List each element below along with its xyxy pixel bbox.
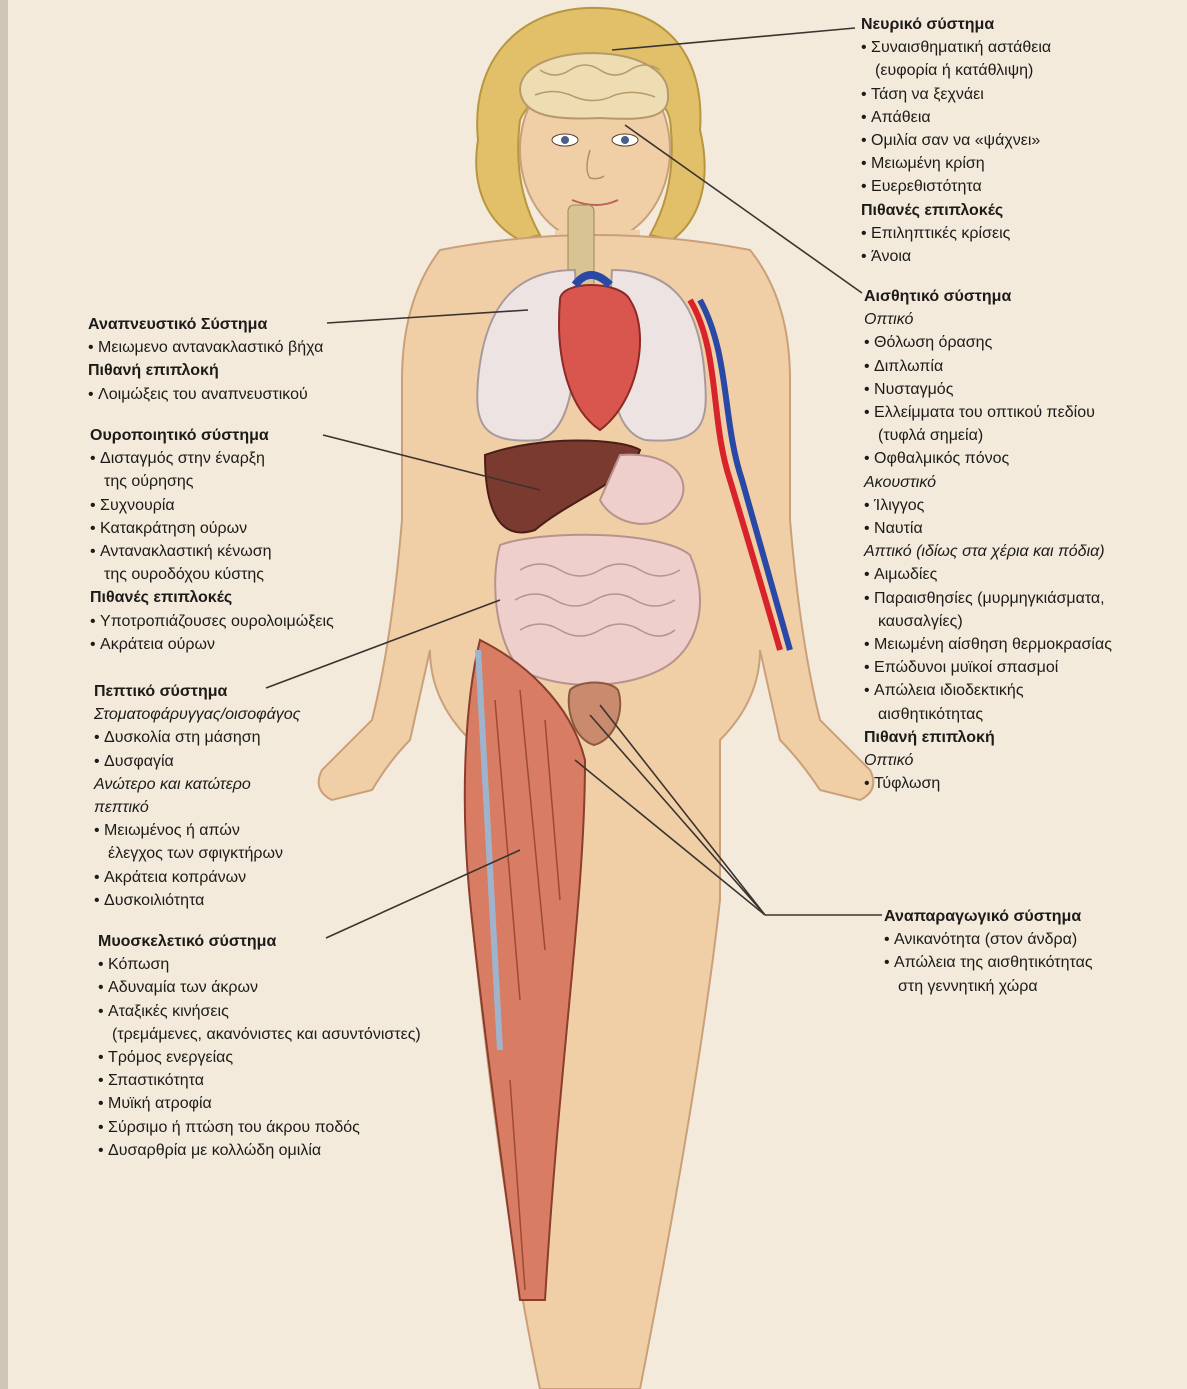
complication-item: Άνοια: [861, 245, 1051, 268]
intestines: [495, 535, 700, 685]
symptom-item: (τυφλά σημεία): [864, 424, 1112, 447]
symptom-item: Ανικανότητα (στον άνδρα): [884, 928, 1093, 951]
symptom-item: Μειωμένη αίσθηση θερμοκρασίας: [864, 633, 1112, 656]
symptom-item: Μειωμενο αντανακλαστικό βήχα: [88, 336, 323, 359]
symptom-item: καυσαλγίες): [864, 610, 1112, 633]
respiratory-system-block: Αναπνευστικό Σύστημα Μειωμενο αντανακλασ…: [88, 313, 323, 406]
symptom-item: Μυϊκή ατροφία: [98, 1092, 421, 1115]
sensory-system-block: Αισθητικό σύστημα Οπτικό Θόλωση όρασης Δ…: [864, 285, 1112, 795]
complication-item: Υποτροπιάζουσες ουρολοιμώξεις: [90, 610, 334, 633]
nervous-system-title: Νευρικό σύστημα: [861, 13, 1051, 36]
symptom-item: Μειωμένη κρίση: [861, 152, 1051, 175]
symptom-item: Κατακράτηση ούρων: [90, 517, 334, 540]
symptom-item: Νυσταγμός: [864, 378, 1112, 401]
symptom-item: Θόλωση όρασης: [864, 331, 1112, 354]
subsection-label: Ανώτερο και κατώτερο: [94, 773, 300, 796]
symptom-item: Δισταγμός στην έναρξη: [90, 447, 334, 470]
symptom-item: της ουροδόχου κύστης: [90, 563, 334, 586]
symptom-item: (ευφορία ή κατάθλιψη): [861, 59, 1051, 82]
symptom-item: Ευερεθιστότητα: [861, 175, 1051, 198]
reproductive-system-block: Αναπαραγωγικό σύστημα Ανικανότητα (στον …: [884, 905, 1093, 998]
symptom-item: αισθητικότητας: [864, 703, 1112, 726]
symptom-item: Τάση να ξεχνάει: [861, 83, 1051, 106]
symptom-item: έλεγχος των σφιγκτήρων: [94, 842, 300, 865]
symptom-item: Επώδυνοι μυϊκοί σπασμοί: [864, 656, 1112, 679]
symptom-item: Κόπωση: [98, 953, 421, 976]
musculoskeletal-system-block: Μυοσκελετικό σύστημα Κόπωση Αδυναμία των…: [98, 930, 421, 1162]
symptom-item: Ναυτία: [864, 517, 1112, 540]
symptom-item: Αταξικές κινήσεις: [98, 1000, 421, 1023]
complications-title: Πιθανή επιπλοκή: [88, 359, 323, 382]
symptom-item: Ελλείμματα του οπτικού πεδίου: [864, 401, 1112, 424]
urinary-system-block: Ουροποιητικό σύστημα Δισταγμός στην έναρ…: [90, 424, 334, 656]
symptom-item: Τρόμος ενεργείας: [98, 1046, 421, 1069]
symptom-item: της ούρησης: [90, 470, 334, 493]
symptom-item: στη γεννητική χώρα: [884, 975, 1093, 998]
symptom-item: Αιμωδίες: [864, 563, 1112, 586]
symptom-item: (τρεμάμενες, ακανόνιστες και ασυντόνιστε…: [98, 1023, 421, 1046]
nervous-system-block: Νευρικό σύστημα Συναισθηματική αστάθεια …: [861, 13, 1051, 268]
complication-item: Τύφλωση: [864, 772, 1112, 795]
symptom-item: Δυσκολία στη μάσηση: [94, 726, 300, 749]
urinary-system-title: Ουροποιητικό σύστημα: [90, 424, 334, 447]
complications-title: Πιθανή επιπλοκή: [864, 726, 1112, 749]
complication-item: Ακράτεια ούρων: [90, 633, 334, 656]
symptom-item: Σπαστικότητα: [98, 1069, 421, 1092]
complication-item: Λοιμώξεις του αναπνευστικού: [88, 383, 323, 406]
symptom-item: Σύρσιμο ή πτώση του άκρου ποδός: [98, 1116, 421, 1139]
symptom-item: Αντανακλαστική κένωση: [90, 540, 334, 563]
symptom-item: Δυσκοιλιότητα: [94, 889, 300, 912]
symptom-item: Συναισθηματική αστάθεια: [861, 36, 1051, 59]
symptom-item: Συχνουρία: [90, 494, 334, 517]
symptom-item: Ίλιγγος: [864, 494, 1112, 517]
subsection-label: Οπτικό: [864, 308, 1112, 331]
symptom-item: Ομιλία σαν να «ψάχνει»: [861, 129, 1051, 152]
musculoskeletal-system-title: Μυοσκελετικό σύστημα: [98, 930, 421, 953]
digestive-system-title: Πεπτικό σύστημα: [94, 680, 300, 703]
digestive-system-block: Πεπτικό σύστημα Στοματοφάρυγγας/οισοφάγο…: [94, 680, 300, 912]
subsection-label: Απτικό (ιδίως στα χέρια και πόδια): [864, 540, 1112, 563]
symptom-item: Οφθαλμικός πόνος: [864, 447, 1112, 470]
complication-item: Επιληπτικές κρίσεις: [861, 222, 1051, 245]
brain: [520, 53, 668, 119]
subsection-label: Οπτικό: [864, 749, 1112, 772]
symptom-item: Απώλεια ιδιοδεκτικής: [864, 679, 1112, 702]
complications-title: Πιθανές επιπλοκές: [861, 199, 1051, 222]
sensory-system-title: Αισθητικό σύστημα: [864, 285, 1112, 308]
respiratory-system-title: Αναπνευστικό Σύστημα: [88, 313, 323, 336]
subsection-label: Ακουστικό: [864, 471, 1112, 494]
symptom-item: Μειωμένος ή απών: [94, 819, 300, 842]
symptom-item: Απώλεια της αισθητικότητας: [884, 951, 1093, 974]
symptom-item: Δυσφαγία: [94, 750, 300, 773]
symptom-item: Διπλωπία: [864, 355, 1112, 378]
complications-title: Πιθανές επιπλοκές: [90, 586, 334, 609]
reproductive-system-title: Αναπαραγωγικό σύστημα: [884, 905, 1093, 928]
symptom-item: Παραισθησίες (μυρμηγκιάσματα,: [864, 587, 1112, 610]
symptom-item: Δυσαρθρία με κολλώδη ομιλία: [98, 1139, 421, 1162]
subsection-label: πεπτικό: [94, 796, 300, 819]
symptom-item: Απάθεια: [861, 106, 1051, 129]
symptom-item: Αδυναμία των άκρων: [98, 976, 421, 999]
symptom-item: Ακράτεια κοπράνων: [94, 866, 300, 889]
subsection-label: Στοματοφάρυγγας/οισοφάγος: [94, 703, 300, 726]
